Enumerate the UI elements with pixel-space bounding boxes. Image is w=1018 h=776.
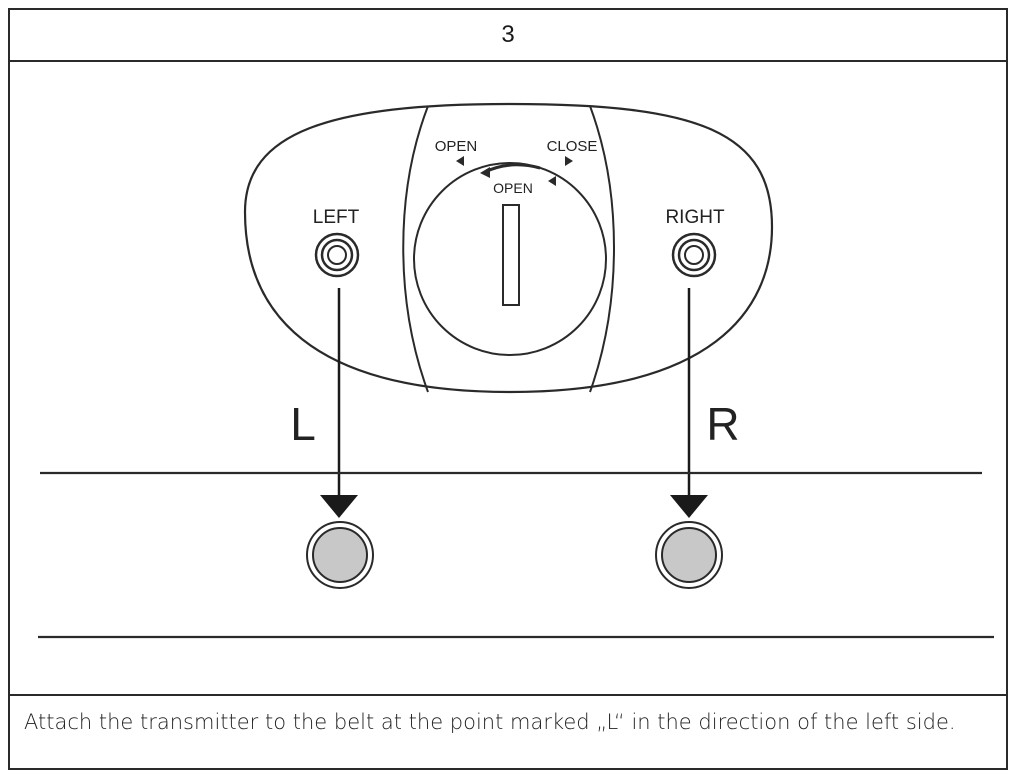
instruction-step-frame: 3 OPEN CLOSE — [8, 8, 1008, 770]
belt-point-left — [306, 521, 374, 589]
step-header: 3 — [10, 10, 1006, 62]
right-button-icon — [671, 232, 717, 278]
right-arrow — [670, 288, 708, 518]
step-number: 3 — [501, 21, 515, 48]
left-button-icon — [314, 232, 360, 278]
illustration: OPEN CLOSE OPEN LEFT RIGHT — [10, 62, 1006, 694]
left-arrow — [320, 288, 358, 518]
transmitter-diagram: OPEN CLOSE OPEN LEFT RIGHT — [38, 102, 994, 639]
open-label-top: OPEN — [435, 138, 478, 155]
dial-rotation-arrowhead — [480, 167, 490, 178]
left-label: LEFT — [313, 207, 360, 228]
instruction-caption: Attach the transmitter to the belt at th… — [10, 694, 1006, 770]
dial-slot — [502, 204, 520, 306]
dial-open-indicator-icon — [548, 176, 556, 186]
left-marker: L — [290, 398, 316, 450]
right-label: RIGHT — [665, 207, 725, 228]
open-label-dial: OPEN — [493, 180, 533, 196]
open-indicator-icon — [456, 156, 464, 166]
caption-text: Attach the transmitter to the belt at th… — [24, 710, 956, 734]
band-left-edge — [402, 105, 429, 393]
belt-point-right — [655, 521, 723, 589]
band-right-edge — [589, 105, 615, 393]
close-label: CLOSE — [547, 138, 598, 155]
right-marker: R — [706, 398, 739, 450]
close-indicator-icon — [565, 156, 573, 166]
